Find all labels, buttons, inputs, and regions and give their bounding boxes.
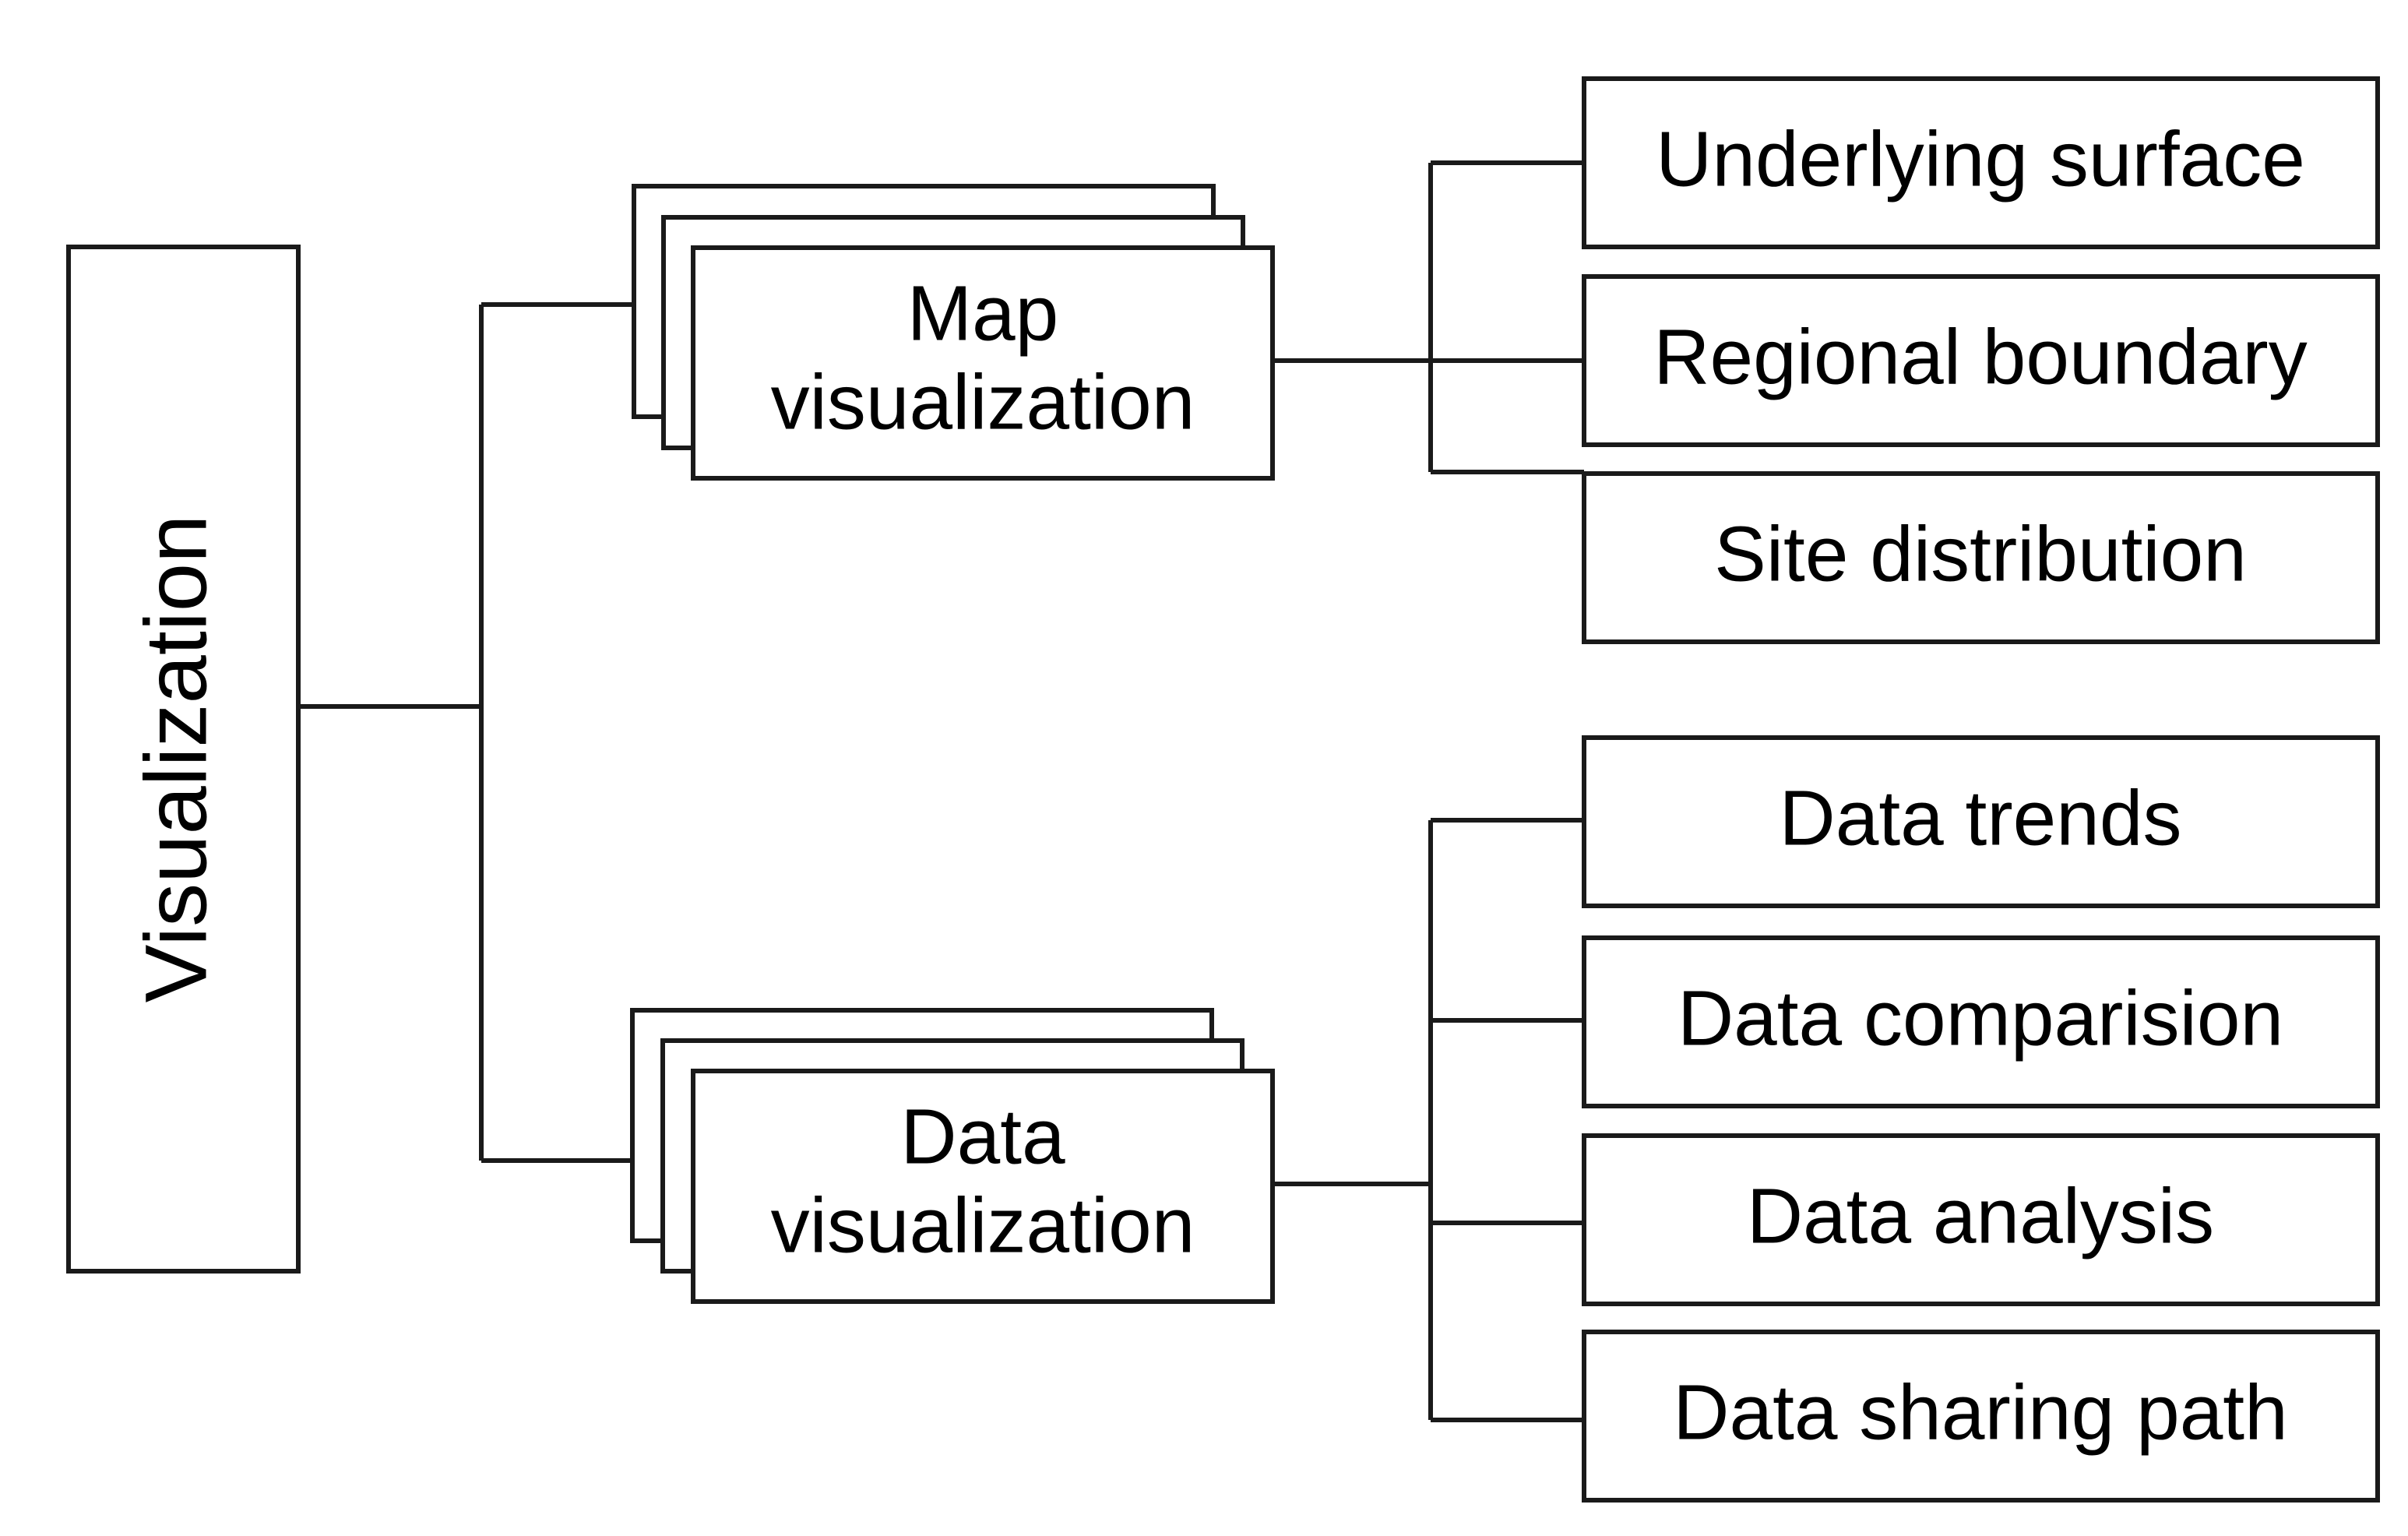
map-card-layer-front [691,245,1275,481]
data-analysis-label: Data analysis [1747,1172,2214,1259]
data-comparision-label: Data comparision [1678,974,2283,1062]
node-data-visualization[interactable]: Data visualization [630,1008,1275,1304]
site-distribution-label: Site distribution [1714,510,2247,597]
data-card-layer-front [691,1069,1275,1304]
data-sharing-path-label: Data sharing path [1673,1369,2287,1456]
underlying-surface-label: Underlying surface [1656,115,2305,203]
node-regional-boundary[interactable]: Regional boundary [1582,274,2380,447]
node-data-sharing-path[interactable]: Data sharing path [1582,1330,2380,1503]
root-label: Visualization [128,515,225,1003]
node-data-comparision[interactable]: Data comparision [1582,935,2380,1108]
regional-boundary-box [1582,274,2380,447]
data-analysis-box [1582,1133,2380,1306]
node-data-trends[interactable]: Data trends [1582,735,2380,908]
data-label-line1: Data [900,1093,1065,1180]
connector-group [298,160,1584,1422]
map-label-line1: Map [907,270,1059,357]
regional-boundary-label: Regional boundary [1653,313,2308,400]
data-trends-label: Data trends [1780,774,2182,861]
data-trends-box [1582,735,2380,908]
root-box [66,245,301,1274]
map-label-line2: visualization [771,358,1195,446]
node-underlying-surface[interactable]: Underlying surface [1582,76,2380,249]
site-distribution-box [1582,471,2380,644]
data-sharing-path-box [1582,1330,2380,1503]
node-map-visualization[interactable]: Map visualization [632,184,1275,481]
node-visualization-root[interactable]: Visualization [66,245,301,1274]
node-data-analysis[interactable]: Data analysis [1582,1133,2380,1306]
data-label-line2: visualization [771,1182,1195,1269]
data-comparision-box [1582,935,2380,1108]
node-site-distribution[interactable]: Site distribution [1582,471,2380,644]
underlying-surface-box [1582,76,2380,249]
